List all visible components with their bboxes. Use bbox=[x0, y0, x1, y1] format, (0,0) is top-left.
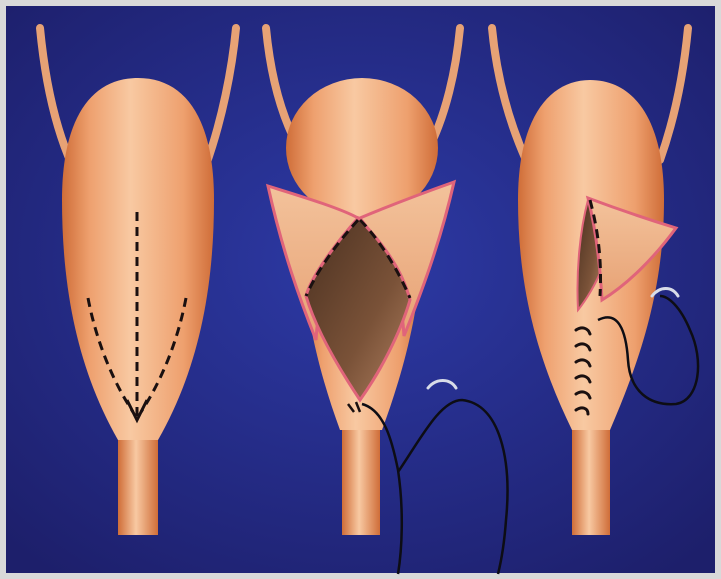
urethra-tube bbox=[572, 420, 610, 535]
urethra-tube bbox=[342, 420, 380, 535]
urethra-tube bbox=[118, 430, 158, 535]
